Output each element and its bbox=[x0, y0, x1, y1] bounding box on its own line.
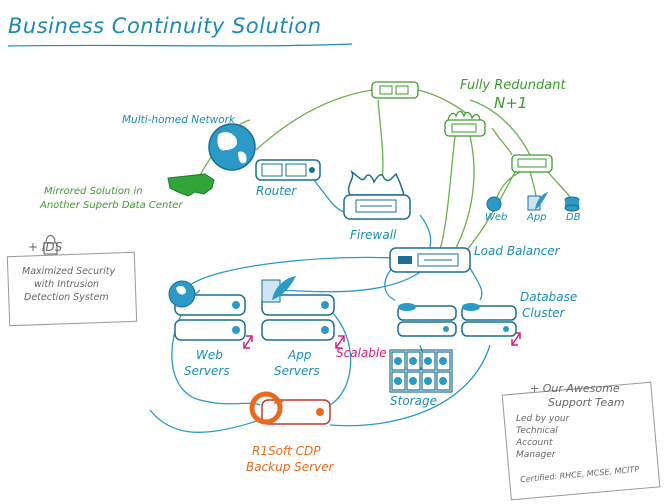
ids-note-line1: Maximized Security bbox=[22, 266, 116, 277]
web-label: Web bbox=[485, 212, 508, 223]
web-servers-label-line1: Web bbox=[196, 348, 223, 362]
web-servers-label-line2: Servers bbox=[184, 364, 230, 378]
storage-array-icon bbox=[389, 349, 453, 393]
scalable-label: Scalable bbox=[336, 346, 387, 360]
mirrored-solution-label-line1: Mirrored Solution in bbox=[44, 186, 143, 197]
title-underline bbox=[7, 43, 353, 47]
ids-note-line2: with Intrusion bbox=[34, 279, 100, 290]
app-server-stack bbox=[261, 276, 335, 341]
backup-server-label-line2: Backup Server bbox=[246, 460, 334, 474]
backup-server-label-line1: R1Soft CDP bbox=[252, 444, 321, 458]
database-cluster-label-line1: Database bbox=[520, 290, 578, 304]
fully-redundant-label: Fully Redundant bbox=[460, 78, 566, 93]
database-server-right bbox=[461, 303, 517, 337]
app-servers-label-line1: App bbox=[288, 348, 312, 362]
storage-label: Storage bbox=[390, 394, 437, 408]
redundant-lb-unit bbox=[511, 154, 553, 173]
backup-server-icon bbox=[249, 391, 331, 425]
support-note-line3: Account bbox=[516, 438, 553, 448]
support-note-heading-line2: Support Team bbox=[548, 396, 625, 409]
redundant-unit-top bbox=[371, 81, 419, 99]
database-server-left bbox=[397, 303, 457, 337]
multihomed-network-label: Multi-homed Network bbox=[122, 114, 236, 126]
web-globe-icon bbox=[486, 196, 502, 212]
support-note-line2: Technical bbox=[516, 426, 558, 436]
load-balancer-icon bbox=[389, 247, 471, 273]
support-note-line1: Led by your bbox=[516, 414, 570, 424]
diagram-title: Business Continuity Solution bbox=[8, 14, 322, 38]
app-servers-label-line2: Servers bbox=[274, 364, 320, 378]
ids-note-heading: + IDS bbox=[28, 240, 63, 254]
redundant-firewall-unit bbox=[444, 110, 486, 137]
firewall-icon bbox=[343, 169, 411, 220]
globe-icon bbox=[208, 123, 256, 171]
ids-note-line3: Detection System bbox=[24, 292, 109, 303]
router-icon bbox=[255, 159, 321, 181]
load-balancer-label: Load Balancer bbox=[474, 244, 560, 258]
support-note-line4: Manager bbox=[516, 450, 556, 460]
n-plus-one-label: N+1 bbox=[494, 94, 528, 112]
firewall-label: Firewall bbox=[350, 228, 397, 242]
scalable-arrow-web bbox=[243, 335, 253, 349]
usa-map-icon bbox=[167, 173, 215, 197]
web-server-stack bbox=[168, 280, 246, 341]
database-cluster-label-line2: Cluster bbox=[522, 306, 565, 320]
scalable-arrow-app bbox=[335, 335, 345, 349]
db-label: DB bbox=[566, 212, 581, 223]
app-feather-icon bbox=[527, 192, 548, 211]
db-disk-icon bbox=[564, 196, 580, 212]
green-connections bbox=[199, 89, 571, 253]
router-label: Router bbox=[256, 184, 297, 198]
storage-disks bbox=[394, 357, 447, 385]
support-note-heading-line1: + Our Awesome bbox=[530, 382, 620, 395]
mirrored-solution-label-line2: Another Superb Data Center bbox=[40, 200, 183, 211]
app-label: App bbox=[527, 212, 547, 223]
